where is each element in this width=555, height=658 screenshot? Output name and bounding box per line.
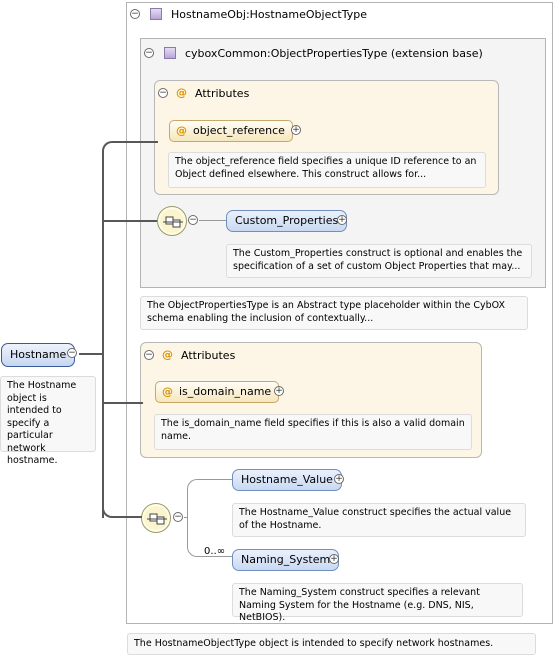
naming-system-expand-icon[interactable]: + bbox=[329, 554, 339, 564]
extension-title: cyboxCommon:ObjectPropertiesType (extens… bbox=[185, 47, 483, 60]
extension-attributes-label: Attributes bbox=[195, 87, 250, 100]
attribute-is-domain-name[interactable]: @ is_domain_name bbox=[155, 381, 280, 403]
complex-type-icon bbox=[150, 8, 162, 20]
extension-attributes-toggle[interactable]: − bbox=[158, 88, 168, 98]
hostname-value-doc: The Hostname_Value construct specifies t… bbox=[232, 503, 526, 537]
element-custom-properties[interactable]: Custom_Properties bbox=[226, 210, 348, 232]
type-collapse-toggle[interactable]: − bbox=[130, 9, 140, 19]
object-reference-doc: The object_reference field specifies a u… bbox=[168, 152, 486, 188]
attribute-name: object_reference bbox=[193, 124, 285, 137]
extension-type-icon bbox=[164, 47, 176, 59]
custom-properties-expand-icon[interactable]: + bbox=[337, 215, 347, 225]
branch-to-hostname-sequence bbox=[102, 500, 142, 518]
type-doc: The HostnameObjectType object is intende… bbox=[127, 633, 536, 655]
own-attributes-label: Attributes bbox=[181, 349, 236, 362]
hostname-value-expand-icon[interactable]: + bbox=[334, 474, 344, 484]
branch-stub bbox=[184, 517, 188, 518]
naming-system-doc: The Naming_System construct specifies a … bbox=[232, 583, 523, 623]
root-collapse-toggle[interactable]: − bbox=[67, 348, 77, 358]
cardinality-label: 0..∞ bbox=[204, 546, 226, 557]
vertical-trunk bbox=[102, 141, 158, 518]
is-domain-name-doc: The is_domain_name field specifies if th… bbox=[154, 414, 472, 450]
attributes-at-icon: @ bbox=[176, 86, 187, 99]
element-hostname-value[interactable]: Hostname_Value bbox=[232, 469, 342, 491]
root-doc: The Hostname object is intended to speci… bbox=[0, 376, 96, 466]
branch-to-own-attributes bbox=[103, 402, 143, 404]
sequence-symbol bbox=[163, 216, 183, 228]
attribute-object-reference[interactable]: @ object_reference bbox=[169, 120, 293, 142]
root-connector bbox=[79, 353, 103, 355]
extension-doc: The ObjectPropertiesType is an Abstract … bbox=[140, 296, 528, 330]
hostname-sequence-toggle[interactable]: − bbox=[173, 512, 183, 522]
object-reference-expand-icon[interactable]: + bbox=[291, 125, 301, 135]
branch-line-lower bbox=[187, 517, 233, 557]
element-naming-system[interactable]: Naming_System bbox=[232, 549, 340, 571]
branch-line-upper bbox=[187, 479, 233, 517]
attribute-at-icon: @ bbox=[162, 385, 173, 398]
type-title: HostnameObj:HostnameObjectType bbox=[171, 8, 367, 21]
is-domain-name-expand-icon[interactable]: + bbox=[274, 386, 284, 396]
own-attributes-at-icon: @ bbox=[162, 348, 173, 361]
own-attributes-toggle[interactable]: − bbox=[144, 350, 154, 360]
attribute-at-icon: @ bbox=[176, 124, 187, 137]
branch-to-custom-properties bbox=[103, 220, 157, 222]
root-element-hostname[interactable]: Hostname bbox=[1, 343, 76, 367]
sequence-compositor-icon[interactable] bbox=[157, 206, 187, 236]
custom-properties-doc: The Custom_Properties construct is optio… bbox=[226, 244, 532, 278]
extension-collapse-toggle[interactable]: − bbox=[144, 48, 154, 58]
attribute-name: is_domain_name bbox=[179, 385, 272, 398]
sequence-collapse-toggle[interactable]: − bbox=[188, 215, 198, 225]
connector-line bbox=[199, 220, 227, 221]
